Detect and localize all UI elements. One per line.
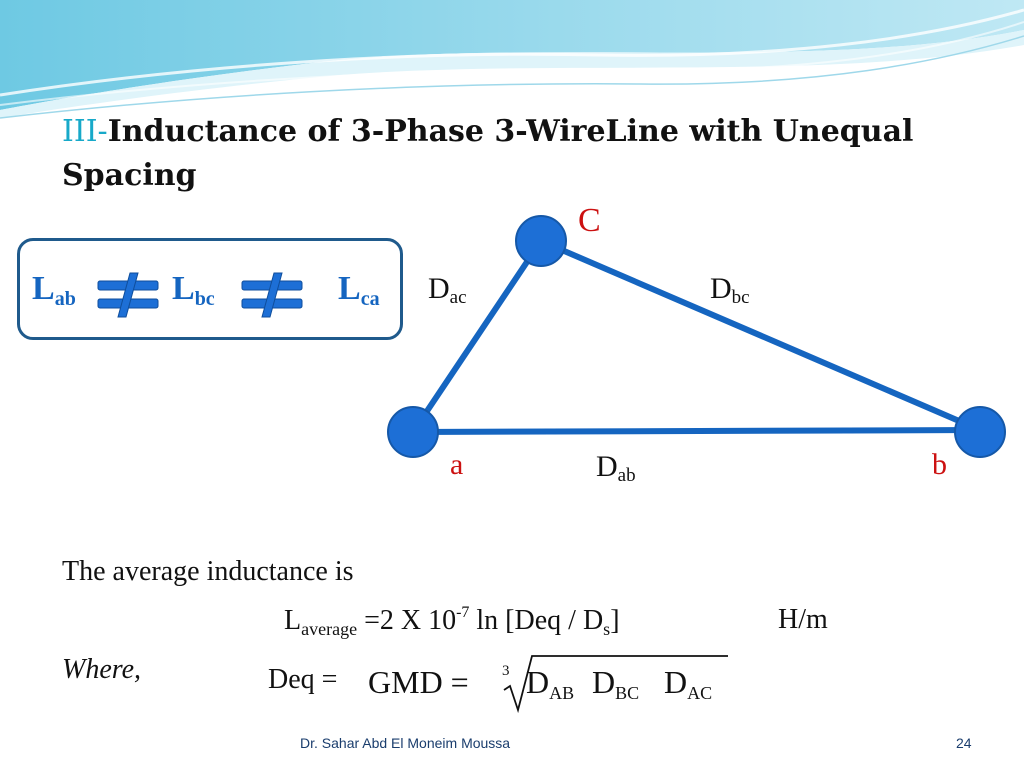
conductor-node-a [387,406,439,458]
node-label-b: b [932,448,947,481]
title-numeral: III- [62,114,108,149]
distance-label-dab: Dab [596,450,636,486]
formula-unit: H/m [778,604,828,635]
edge-ac [410,238,544,435]
distance-label-dac: Dac [428,272,467,308]
page-number: 24 [956,735,972,751]
gmd-label: GMD = [368,664,469,700]
node-label-c: C [578,202,601,239]
root-index: 3 [502,663,510,679]
intro-text: The average inductance is [62,556,354,587]
deq-label: Deq = [268,664,338,695]
conductor-node-b [954,406,1006,458]
edge-ab [410,427,983,435]
footer-author: Dr. Sahar Abd El Moneim Moussa [300,735,511,751]
gmd-term-dac: DAC [664,664,713,703]
inequality-box [17,238,403,340]
conductor-node-c [515,215,567,267]
node-label-a: a [450,448,464,481]
distance-label-dbc: Dbc [710,272,750,308]
cube-root-sign-icon [503,655,728,714]
where-label: Where, [62,654,142,685]
title-text: Inductance of 3-Phase 3-WireLine with Un… [62,114,914,193]
inductance-lca-label: Lca [338,270,380,310]
inductance-lbc-label: Lbc [172,270,215,310]
not-equal-icon [97,272,159,318]
not-equal-icon [241,272,303,318]
inductance-lab-label: Lab [32,270,76,310]
average-inductance-formula: Laverage =2 X 10-7 ln [Deq / Ds] [284,604,620,639]
edge-bc [538,238,983,433]
gmd-term-dbc: DBC [592,664,640,703]
slide-title: III-Inductance of 3-Phase 3-WireLine wit… [62,110,962,198]
gmd-term-dab: DAB [526,664,575,703]
header-wave-decoration [0,0,1024,119]
